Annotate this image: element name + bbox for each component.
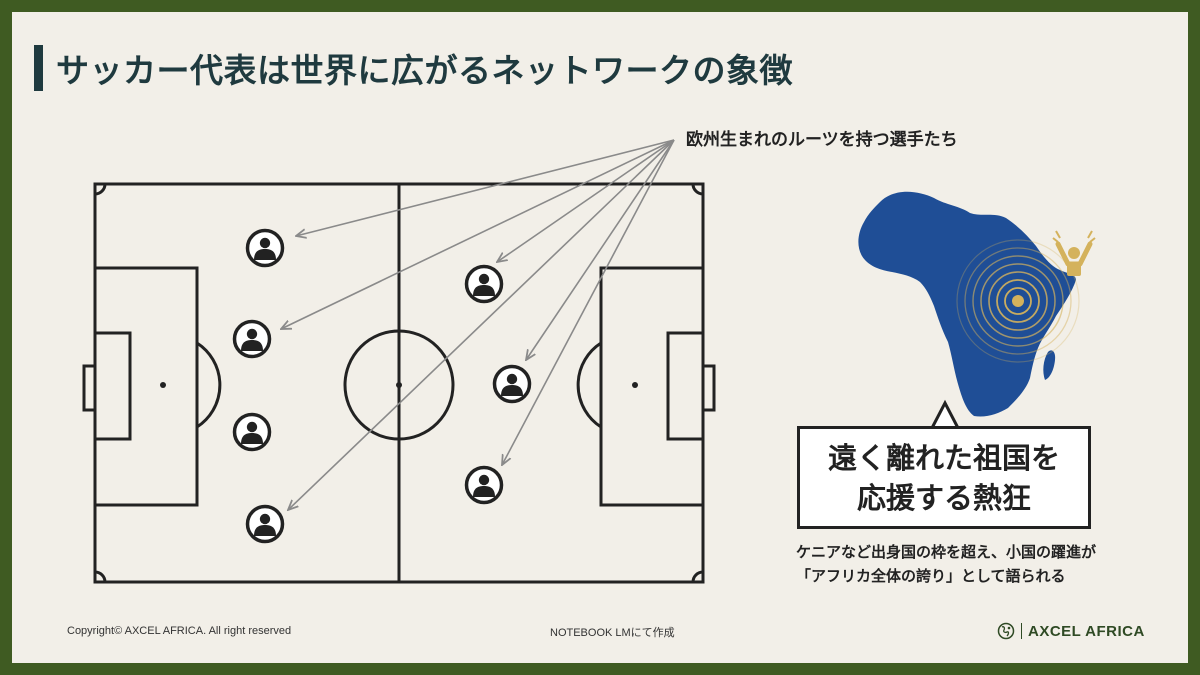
- person-icon: [245, 504, 285, 544]
- bubble-tail: [930, 399, 960, 429]
- right-penalty-area: [599, 266, 705, 507]
- caption: ケニアなど出身国の枠を超え、小国の躍進が 「アフリカ全体の誇り」として語られる: [796, 540, 1156, 588]
- roots-players-label: 欧州生まれのルーツを持つ選手たち: [686, 130, 958, 150]
- person-icon: [464, 264, 504, 304]
- corner-arc-tl: [94, 183, 107, 196]
- left-penalty-spot: [160, 382, 166, 388]
- brand-separator: [1021, 623, 1022, 639]
- speech-bubble: 遠く離れた祖国を 応援する熱狂: [797, 426, 1091, 529]
- title-accent-bar: [34, 45, 43, 91]
- roots-arrows: [281, 139, 675, 510]
- arrow-line: [288, 139, 675, 510]
- slide: サッカー代表は世界に広がるネットワークの象徴: [12, 12, 1188, 663]
- person-icon: [232, 319, 272, 359]
- signal-rings: [956, 239, 1080, 363]
- caption-line-2: 「アフリカ全体の誇り」として語られる: [796, 567, 1066, 585]
- left-penalty-arc: [196, 341, 222, 429]
- right-goal: [701, 364, 716, 412]
- arrow-line: [296, 139, 675, 236]
- arrow-line: [526, 139, 675, 360]
- footer-copyright: Copyright© AXCEL AFRICA. All right reser…: [67, 625, 292, 637]
- arrow-line: [502, 139, 675, 465]
- players: [232, 228, 532, 544]
- left-goal: [82, 364, 97, 412]
- arrow-line: [281, 139, 675, 329]
- corner-arc-bl: [94, 570, 107, 583]
- left-penalty-area: [93, 266, 199, 507]
- left-goal-area: [93, 331, 132, 441]
- cheering-person-icon: [1052, 230, 1096, 276]
- center-circle: [343, 329, 455, 441]
- right-goal-area: [666, 331, 705, 441]
- center-spot: [396, 382, 402, 388]
- right-penalty-spot: [632, 382, 638, 388]
- globe-logo-icon: [997, 622, 1015, 640]
- diagram-canvas: [82, 139, 1096, 584]
- page-title: サッカー代表は世界に広がるネットワークの象徴: [56, 51, 793, 90]
- africa-map-icon: [858, 191, 1076, 417]
- brand-name: AXCEL AFRICA: [1028, 622, 1145, 640]
- brand-logo: AXCEL AFRICA: [997, 622, 1145, 640]
- person-icon: [464, 465, 504, 505]
- bubble-line-1: 遠く離れた祖国を: [827, 440, 1060, 475]
- corner-arc-br: [691, 570, 704, 583]
- bubble-line-2: 応援する熱狂: [856, 480, 1031, 515]
- person-icon: [245, 228, 285, 268]
- corner-arc-tr: [691, 183, 704, 196]
- person-icon: [232, 412, 272, 452]
- caption-line-1: ケニアなど出身国の枠を超え、小国の躍進が: [796, 543, 1097, 561]
- arrow-line: [497, 139, 675, 262]
- footer-made-with: NOTEBOOK LMにて作成: [550, 627, 675, 639]
- person-icon: [492, 364, 532, 404]
- right-penalty-arc: [576, 341, 602, 429]
